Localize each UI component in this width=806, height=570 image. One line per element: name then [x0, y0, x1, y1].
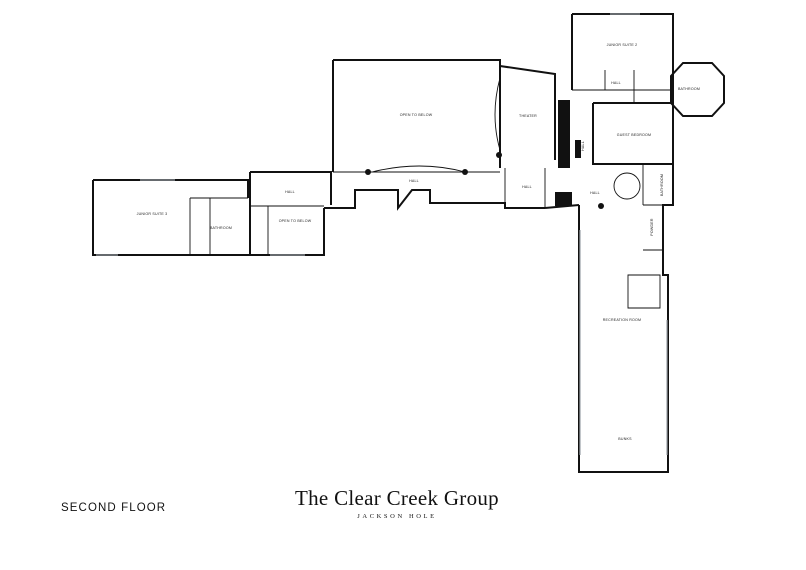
room-labels: JUNIOR SUITE 3 BATHROOM HALL OPEN TO BEL… — [137, 43, 700, 441]
room-hall-east: HALL — [590, 191, 600, 195]
room-bunks: BUNKS — [618, 437, 632, 441]
room-hall-center: HALL — [409, 179, 419, 183]
room-junior-suite-3: JUNIOR SUITE 3 — [137, 212, 168, 216]
room-bathroom-small: BATHROOM — [660, 174, 664, 196]
exterior-walls — [92, 13, 725, 473]
room-hall-west: HALL — [285, 190, 295, 194]
structural-columns — [365, 100, 604, 209]
room-bathroom-east: BATHROOM — [678, 87, 700, 91]
room-bathroom-west: BATHROOM — [210, 226, 232, 230]
interior-walls — [189, 70, 673, 309]
room-theater: THEATER — [519, 114, 537, 118]
windows — [96, 13, 668, 455]
room-recreation-room: RECREATION ROOM — [603, 318, 641, 322]
room-guest-bedroom: GUEST BEDROOM — [617, 133, 651, 137]
room-hall-north: HALL — [611, 81, 621, 85]
room-powder: POWDER — [650, 218, 654, 236]
room-hall-mid: HALL — [522, 185, 532, 189]
floor-label: SECOND FLOOR — [61, 502, 167, 514]
room-open-to-below-main: OPEN TO BELOW — [400, 113, 433, 117]
brand-location: JACKSON HOLE — [357, 513, 437, 520]
room-hall-vertical: HALL — [581, 141, 585, 151]
room-open-to-below-stair: OPEN TO BELOW — [279, 219, 312, 223]
brand-logo: The Clear Creek Group JACKSON HOLE — [292, 486, 502, 520]
brand-name: The Clear Creek Group — [295, 486, 499, 510]
room-junior-suite-2: JUNIOR SUITE 2 — [607, 43, 638, 47]
